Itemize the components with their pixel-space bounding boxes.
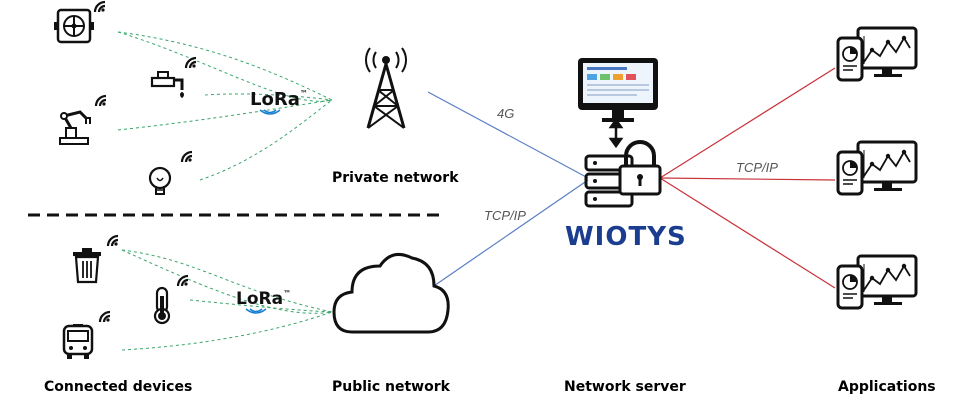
device-dashboard-icon xyxy=(836,254,918,310)
wifi-icon xyxy=(94,94,108,108)
lora-links-private xyxy=(117,31,333,181)
cloud-icon xyxy=(332,252,450,334)
wifi-icon xyxy=(176,274,190,288)
connected-devices-label: Connected devices xyxy=(44,379,193,395)
faucet-icon xyxy=(150,71,184,98)
wifi-icon xyxy=(98,310,112,324)
app-link-bottom xyxy=(659,177,836,289)
lora-text: LoRa xyxy=(250,89,300,110)
protocol-label-tcpip-public: TCP/IP xyxy=(484,208,526,223)
public-network-label: Public network xyxy=(332,379,450,395)
private-network-label: Private network xyxy=(332,170,459,186)
wifi-icon xyxy=(180,150,194,164)
thermometer-icon xyxy=(153,286,171,325)
double-arrow-icon xyxy=(608,117,624,149)
protocol-label-tcpip-apps: TCP/IP xyxy=(736,160,778,175)
protocol-label-4g: 4G xyxy=(497,106,515,121)
wifi-icon xyxy=(184,56,198,70)
applications-label: Applications xyxy=(838,379,936,395)
wifi-icon xyxy=(106,234,120,248)
monitor-icon xyxy=(578,58,658,122)
lora-text: LoRa xyxy=(236,289,284,309)
lora-links-public xyxy=(121,249,333,351)
bus-icon xyxy=(62,324,94,359)
brand-logo: WIOTYS xyxy=(565,222,687,252)
server-lock-icon xyxy=(584,140,662,208)
lora-label-private: LoRa™ xyxy=(250,89,308,110)
trash-bin-icon xyxy=(73,248,101,284)
lora-wave-icon xyxy=(245,308,267,314)
robot-arm-icon xyxy=(59,110,91,145)
public-link xyxy=(427,179,589,291)
device-dashboard-icon xyxy=(836,26,918,82)
fan-icon xyxy=(54,8,94,44)
lora-wave-icon xyxy=(259,109,281,115)
app-link-middle xyxy=(659,177,836,181)
wifi-icon xyxy=(93,0,107,14)
app-link-top xyxy=(659,67,836,179)
lora-label-public: LoRa™ xyxy=(236,289,292,309)
device-dashboard-icon xyxy=(836,140,918,196)
private-link xyxy=(427,91,589,179)
network-server-label: Network server xyxy=(564,379,686,395)
radio-tower-icon xyxy=(365,47,407,129)
light-bulb-icon xyxy=(148,166,172,195)
